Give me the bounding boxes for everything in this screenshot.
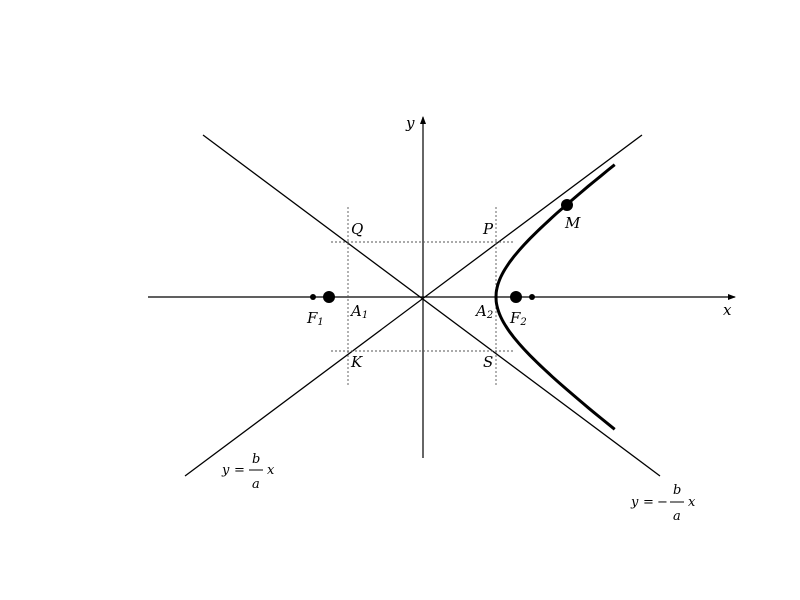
- svg-text:−: −: [657, 495, 668, 510]
- svg-text:=: =: [234, 463, 245, 478]
- svg-text:a: a: [252, 477, 260, 492]
- asymptote-positive-equation: y = b a x: [221, 452, 275, 492]
- focus-f2-point: [510, 291, 522, 303]
- hyperbola-right-branch: [494, 163, 616, 431]
- focus-f1-small-point: [310, 294, 316, 300]
- label-m: M: [564, 214, 581, 232]
- label-f1: F1: [306, 309, 324, 328]
- label-k: K: [350, 353, 363, 371]
- label-a2: A2: [474, 302, 493, 321]
- svg-text:=: =: [643, 495, 654, 510]
- asymptote-negative-equation: y = − b a x: [630, 483, 696, 524]
- label-a1: A1: [349, 302, 368, 321]
- svg-text:b: b: [252, 452, 260, 467]
- svg-text:y: y: [221, 463, 230, 478]
- label-f2: F2: [509, 309, 527, 328]
- svg-text:b: b: [673, 483, 681, 498]
- focus-f1-point: [323, 291, 335, 303]
- asymptote-positive: [184, 134, 643, 477]
- point-m: [561, 199, 573, 211]
- label-s: S: [483, 353, 493, 371]
- focus-f2-small-point: [529, 294, 535, 300]
- svg-text:x: x: [267, 463, 275, 478]
- asymptote-negative: [202, 134, 661, 477]
- svg-text:x: x: [688, 495, 696, 510]
- svg-text:y: y: [630, 495, 639, 510]
- y-axis-label: y: [405, 114, 415, 132]
- label-q: Q: [351, 220, 363, 238]
- x-axis-label: x: [723, 301, 732, 319]
- svg-text:a: a: [673, 509, 681, 524]
- label-p: P: [482, 220, 494, 238]
